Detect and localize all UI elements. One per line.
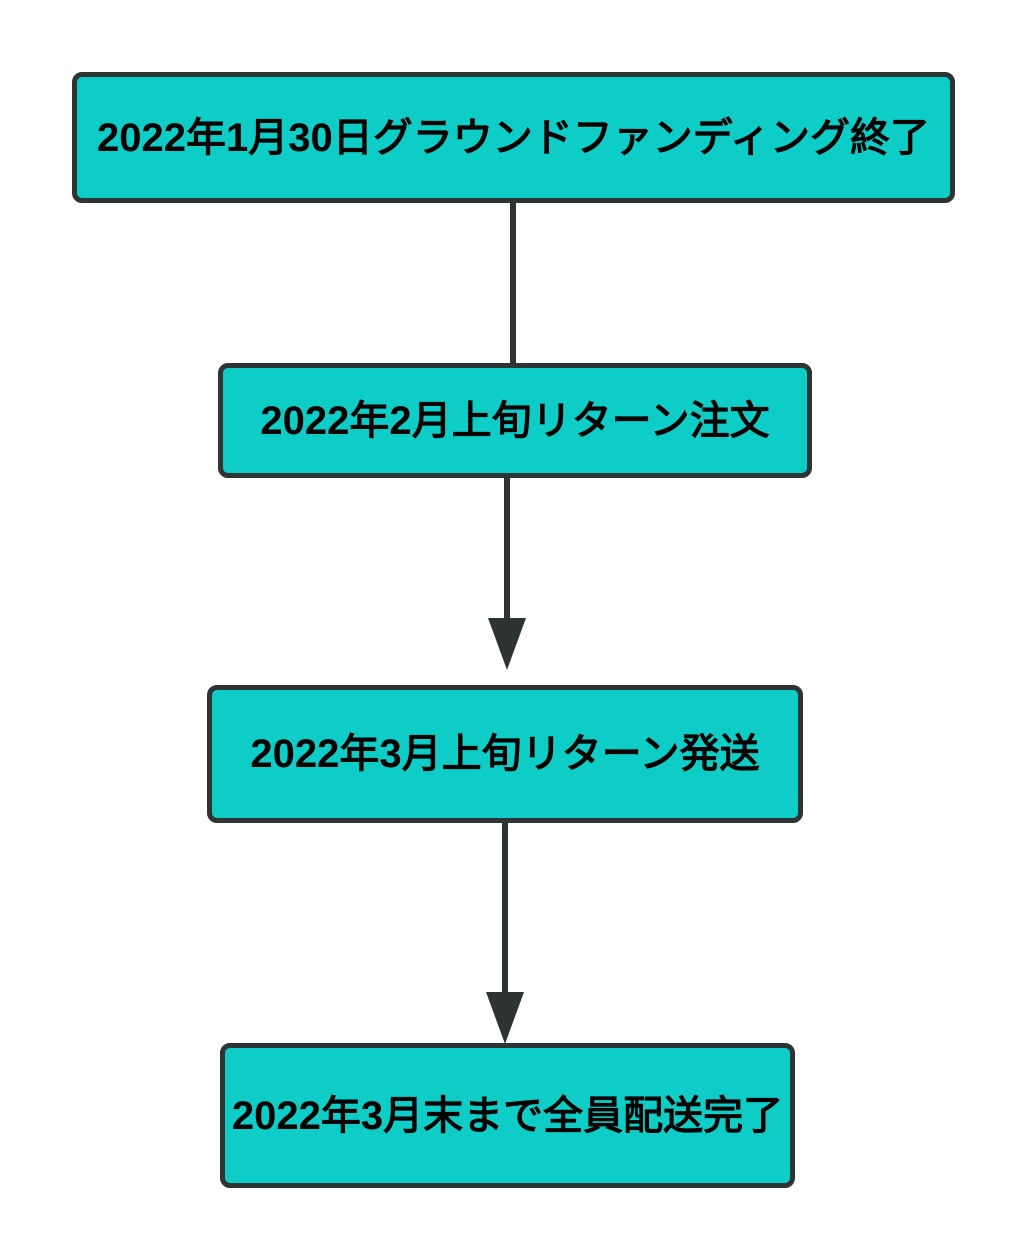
connector-line-2-3: [504, 477, 510, 625]
flow-node-label: 2022年2月上旬リターン注文: [260, 398, 770, 443]
flow-node-return-shipping: 2022年3月上旬リターン発送: [207, 685, 803, 823]
flow-node-label: 2022年3月末まで全員配送完了: [231, 1093, 784, 1138]
connector-line-1-2: [510, 202, 516, 364]
arrowhead-down-icon: [486, 992, 524, 1044]
flow-node-delivery-complete: 2022年3月末まで全員配送完了: [220, 1043, 795, 1188]
flow-node-label: 2022年3月上旬リターン発送: [250, 732, 760, 776]
flow-node-label: 2022年1月30日グラウンドファンディング終了: [97, 115, 930, 160]
arrowhead-down-icon: [488, 618, 526, 670]
flow-node-return-order: 2022年2月上旬リターン注文: [218, 363, 812, 478]
flow-node-crowdfunding-end: 2022年1月30日グラウンドファンディング終了: [72, 72, 955, 203]
connector-line-3-4: [502, 822, 508, 998]
